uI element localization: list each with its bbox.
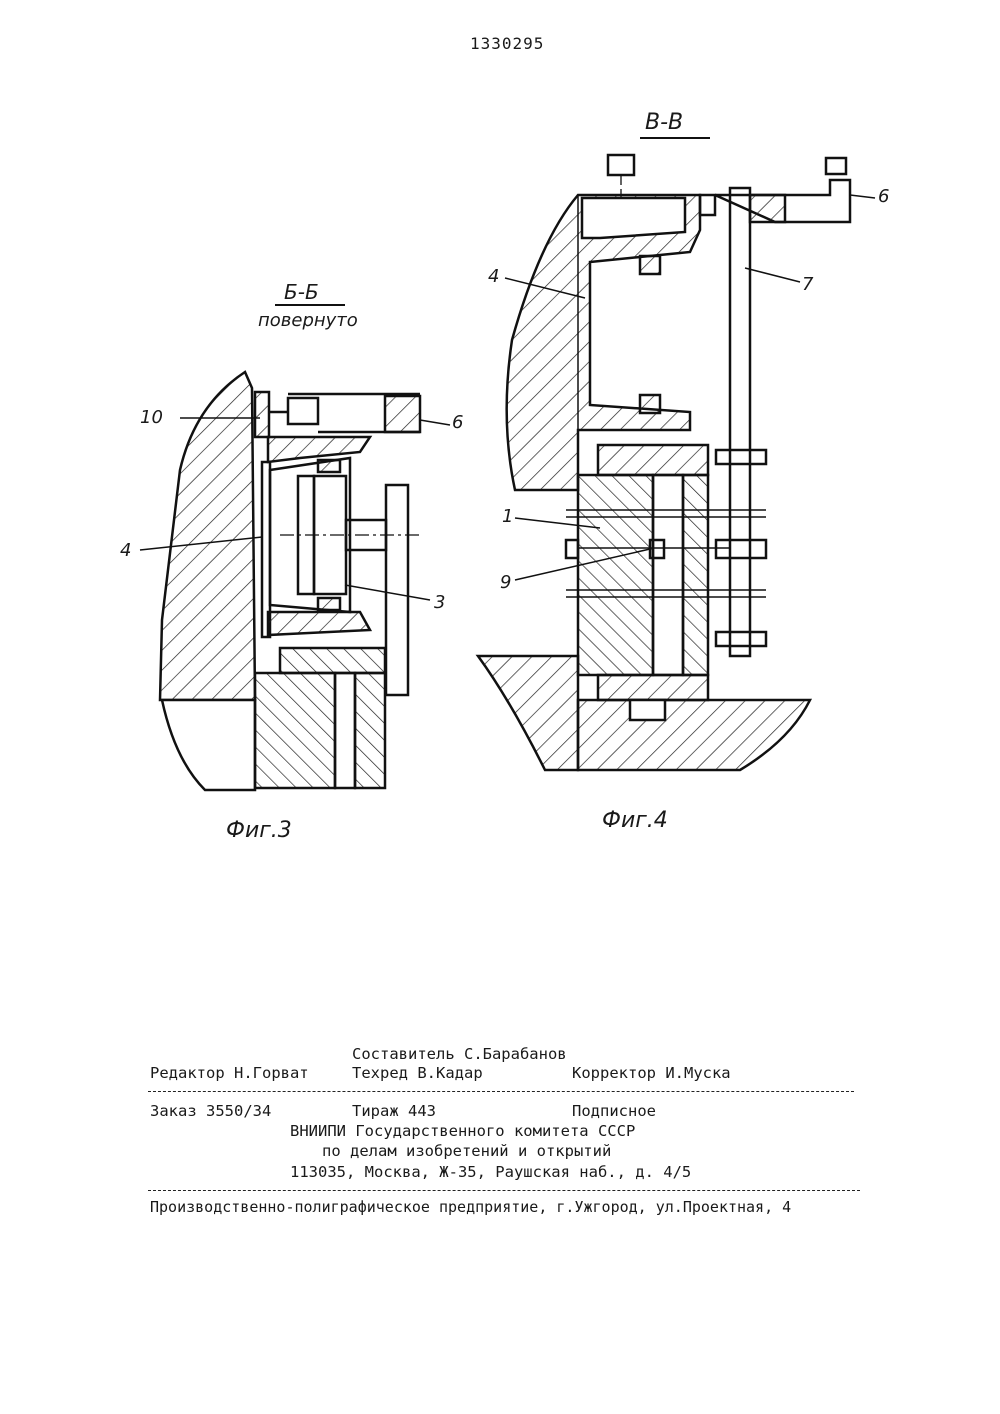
fig3-section-note: повернуто (258, 310, 358, 331)
org-address: 113035, Москва, Ж-35, Раушская наб., д. … (290, 1163, 691, 1181)
fig4-label-1: 1 (502, 506, 513, 527)
printer: Производственно-полиграфическое предприя… (150, 1198, 791, 1216)
compiler: Составитель С.Барабанов (352, 1045, 567, 1063)
fig3-label-6: 6 (452, 412, 463, 433)
circulation: Тираж 443 (352, 1102, 436, 1120)
org-line-2: по делам изобретений и открытий (322, 1142, 611, 1160)
technical-drawing (0, 0, 1000, 900)
fig3-label-3: 3 (434, 592, 445, 613)
fig3-label-10: 10 (140, 407, 163, 428)
figure-4 (478, 138, 875, 770)
fig4-label-7: 7 (802, 274, 813, 295)
org-line-1: ВНИИПИ Государственного комитета СССР (290, 1122, 635, 1140)
fig4-caption: Фиг.4 (602, 808, 668, 833)
fig4-section-title: В-В (645, 110, 683, 135)
corrector: Корректор И.Муска (572, 1064, 731, 1082)
fig4-label-4: 4 (488, 266, 499, 287)
fig3-section-title: Б-Б (284, 280, 319, 304)
divider-top (148, 1091, 854, 1092)
subscription: Подписное (572, 1102, 656, 1120)
fig3-label-4: 4 (120, 540, 131, 561)
fig4-label-6: 6 (878, 186, 889, 207)
fig4-label-9: 9 (500, 572, 511, 593)
fig3-caption: Фиг.3 (226, 818, 292, 843)
divider-bottom (148, 1190, 860, 1191)
techred: Техред В.Кадар (352, 1064, 483, 1082)
figure-3 (140, 305, 450, 790)
order-number: Заказ 3550/34 (150, 1102, 271, 1120)
editor: Редактор Н.Горват (150, 1064, 309, 1082)
